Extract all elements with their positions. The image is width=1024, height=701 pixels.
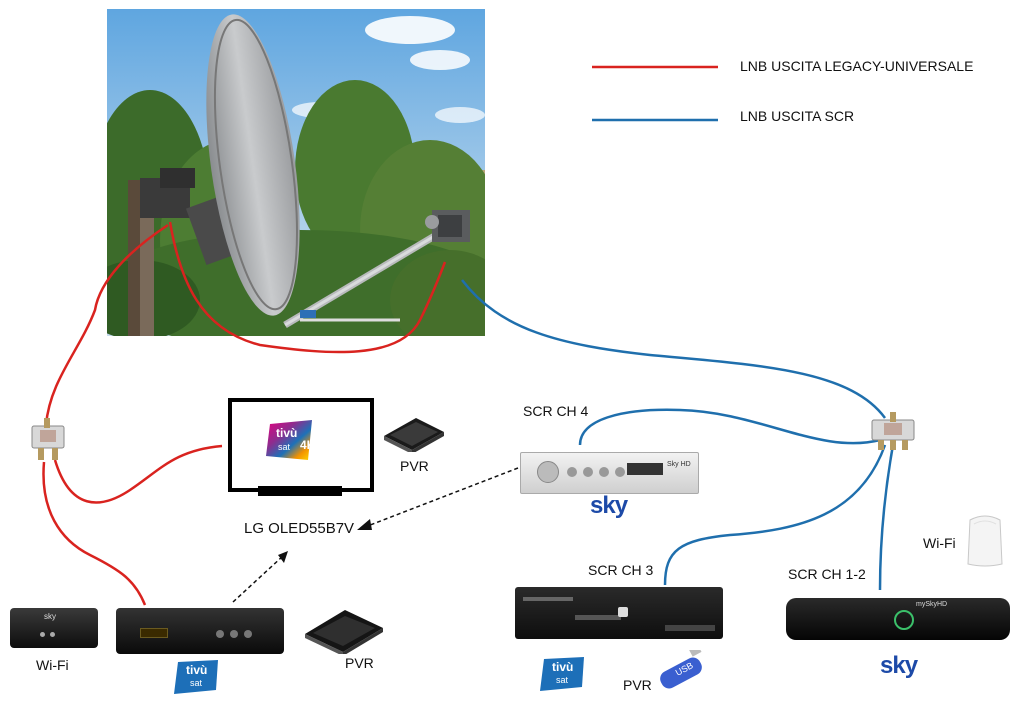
red-cable-lnb-to-left-splitter: [44, 223, 169, 426]
sky-logo-ch12: sky: [880, 652, 918, 679]
sky-receiver-ch4-icon: Sky HD: [520, 452, 699, 494]
tivusat-bottom-bottom-text: sat: [190, 678, 203, 688]
red-cable-lnb-loop: [168, 221, 447, 354]
arrow-sky-to-tv: [364, 467, 519, 528]
wifi-left-label: Wi-Fi: [36, 657, 69, 673]
left-splitter-icon: [31, 418, 65, 460]
sky-logo-ch4: sky: [590, 492, 628, 519]
tv-pvr-label: PVR: [400, 458, 429, 474]
router-badge: sky: [44, 612, 56, 621]
pvr-bottom-label: PVR: [345, 655, 374, 671]
arrowhead-sky-to-tv: [357, 519, 372, 530]
arrowhead-tivusat-to-tv: [278, 551, 288, 563]
tv-logo-4k-text: 4K: [300, 438, 316, 452]
red-cable-splitter-to-tivusat: [42, 461, 147, 606]
legend-scr-label: LNB USCITA SCR: [740, 108, 855, 124]
usb-stick-icon: [660, 650, 702, 689]
tv-logo-bottom-text: sat: [278, 442, 291, 452]
scr-ch12-label: SCR CH 1-2: [788, 566, 866, 582]
tivusat-logo-bottom: [174, 660, 218, 694]
tv-pvr-hard-drive-icon: [384, 418, 444, 452]
tivusat-bottom-top-text: tivù: [186, 663, 208, 677]
television-icon: tivù sat 4K: [228, 398, 374, 503]
pvr-usb-label: PVR: [623, 677, 652, 693]
wifi-right-label: Wi-Fi: [923, 535, 956, 551]
tivusat-mid-bottom-text: sat: [556, 675, 569, 685]
scr-ch3-label: SCR CH 3: [588, 562, 654, 578]
wifi-router-icon: sky: [10, 608, 98, 648]
scr-ch3-receiver-icon: [515, 587, 723, 639]
pvr-hard-drive-icon: [305, 610, 383, 654]
tv-logo-top-text: tivù: [276, 426, 298, 440]
arrow-tivusat-to-tv: [232, 555, 284, 603]
sky-hd-ch12-receiver-icon: mySkyHD: [786, 598, 1010, 640]
blue-cable-to-scr-ch12: [878, 444, 895, 591]
red-cable-splitter-to-tv: [53, 444, 223, 504]
tv-model-label: LG OLED55B7V: [244, 520, 355, 537]
mysky-hd-badge: mySkyHD: [916, 601, 948, 608]
right-splitter-icon: [871, 412, 915, 450]
tivusat-logo-mid: [540, 657, 584, 691]
blue-cable-to-sky-ch4: [578, 408, 881, 446]
sky-hd-badge: Sky HD: [667, 461, 691, 468]
tivusat-mid-top-text: tivù: [552, 660, 574, 674]
tivusat-4k-logo: [266, 420, 312, 460]
scr-ch4-label: SCR CH 4: [523, 403, 589, 419]
blue-cable-lnb-to-right-splitter: [461, 279, 887, 419]
legend-legacy-label: LNB USCITA LEGACY-UNIVERSALE: [740, 58, 974, 74]
wifi-adapter-icon: [967, 515, 1003, 567]
tivusat-receiver-icon: [116, 608, 284, 654]
blue-cable-to-scr-ch3: [663, 444, 887, 586]
